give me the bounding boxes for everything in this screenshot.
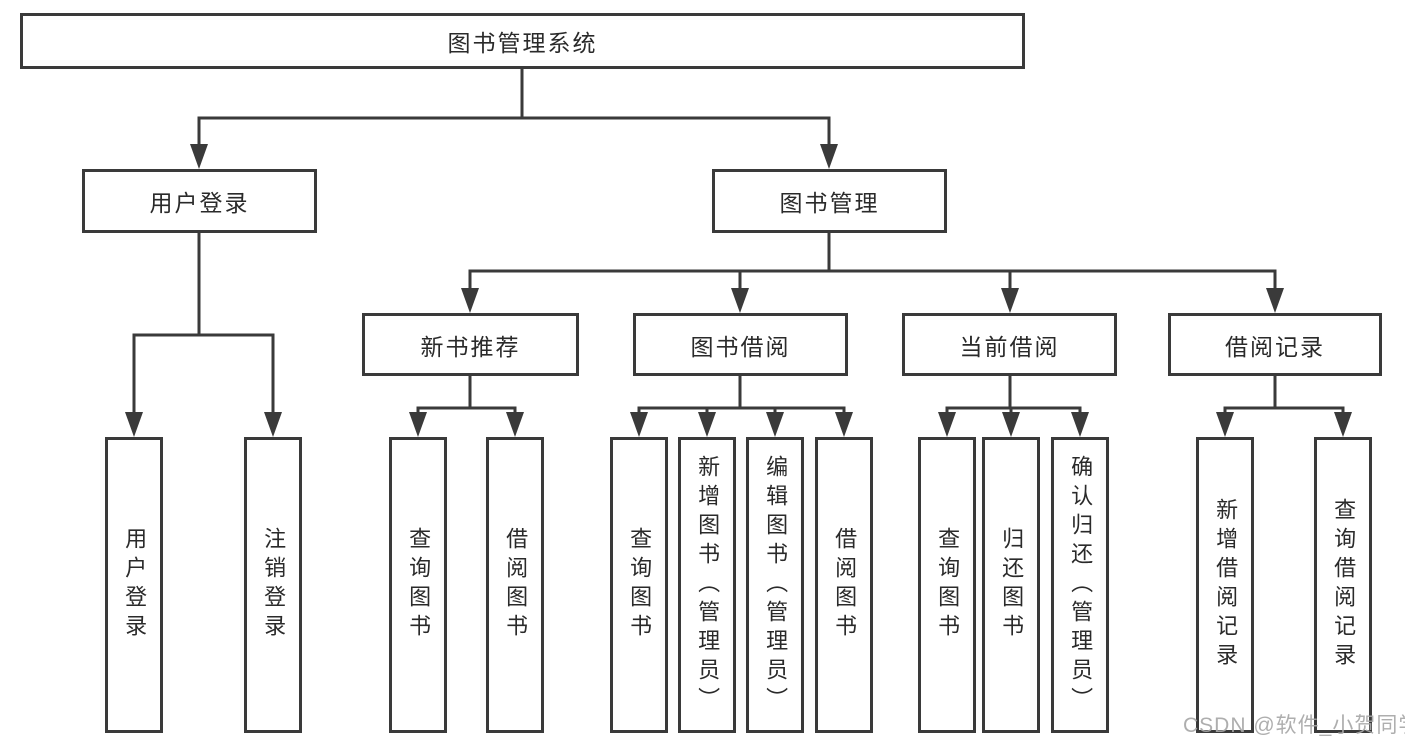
arrow-down-icon bbox=[1071, 412, 1089, 437]
leaf-user-login: 用户登录 bbox=[105, 437, 163, 733]
node-book-management: 图书管理 bbox=[712, 169, 947, 233]
node-new-book-recommend: 新书推荐 bbox=[362, 313, 579, 376]
arrow-down-icon bbox=[766, 412, 784, 437]
arrow-down-icon bbox=[125, 412, 143, 437]
node-borrowing-records-label: 借阅记录 bbox=[1225, 333, 1325, 360]
leaf-query-books-recommend-label: 查询图书 bbox=[406, 527, 432, 643]
leaf-logout-login-label: 注销登录 bbox=[261, 527, 287, 643]
node-user-login-branch-label: 用户登录 bbox=[149, 190, 250, 216]
arrow-down-icon bbox=[1266, 288, 1284, 313]
arrow-down-icon bbox=[938, 412, 956, 437]
arrow-down-icon bbox=[820, 144, 838, 169]
leaf-query-books-borrow-label: 查询图书 bbox=[627, 527, 653, 643]
node-user-login-branch: 用户登录 bbox=[82, 169, 317, 233]
node-borrowing-records: 借阅记录 bbox=[1168, 313, 1382, 376]
arrow-down-icon bbox=[630, 412, 648, 437]
leaf-confirm-return-admin: 确认归还（管理员） bbox=[1051, 437, 1109, 733]
arrow-down-icon bbox=[461, 288, 479, 313]
leaf-query-books-current-label: 查询图书 bbox=[935, 527, 961, 643]
arrow-down-icon bbox=[506, 412, 524, 437]
leaf-borrow-books-borrow: 借阅图书 bbox=[815, 437, 873, 733]
arrow-down-icon bbox=[731, 288, 749, 313]
arrowhead-icons bbox=[125, 144, 1352, 437]
leaf-add-borrow-record-label: 新增借阅记录 bbox=[1213, 498, 1239, 672]
arrow-down-icon bbox=[1334, 412, 1352, 437]
arrow-down-icon bbox=[409, 412, 427, 437]
leaf-query-books-current: 查询图书 bbox=[918, 437, 976, 733]
leaf-query-borrow-record: 查询借阅记录 bbox=[1314, 437, 1372, 733]
leaf-add-books-admin-label: 新增图书（管理员） bbox=[695, 454, 721, 716]
arrow-down-icon bbox=[264, 412, 282, 437]
arrow-down-icon bbox=[698, 412, 716, 437]
leaf-return-books: 归还图书 bbox=[982, 437, 1040, 733]
leaf-borrow-books-borrow-label: 借阅图书 bbox=[832, 527, 858, 643]
arrow-down-icon bbox=[1001, 288, 1019, 313]
node-current-borrowing-label: 当前借阅 bbox=[959, 333, 1060, 360]
leaf-edit-books-admin-label: 编辑图书（管理员） bbox=[763, 454, 789, 716]
node-current-borrowing: 当前借阅 bbox=[902, 313, 1117, 376]
leaf-add-books-admin: 新增图书（管理员） bbox=[678, 437, 736, 733]
node-library-system-label: 图书管理系统 bbox=[447, 30, 598, 56]
leaf-query-books-borrow: 查询图书 bbox=[610, 437, 668, 733]
leaf-confirm-return-admin-label: 确认归还（管理员） bbox=[1068, 454, 1094, 716]
leaf-query-borrow-record-label: 查询借阅记录 bbox=[1331, 498, 1357, 672]
arrow-down-icon bbox=[835, 412, 853, 437]
arrow-down-icon bbox=[1216, 412, 1234, 437]
node-book-borrowing-label: 图书借阅 bbox=[690, 333, 791, 360]
leaf-logout-login: 注销登录 bbox=[244, 437, 302, 733]
leaf-add-borrow-record: 新增借阅记录 bbox=[1196, 437, 1254, 733]
leaf-borrow-books-recommend: 借阅图书 bbox=[486, 437, 544, 733]
arrow-down-icon bbox=[1002, 412, 1020, 437]
watermark: CSDN @软件_小贺同学 bbox=[1183, 714, 1405, 737]
node-library-system: 图书管理系统 bbox=[20, 13, 1025, 69]
leaf-borrow-books-recommend-label: 借阅图书 bbox=[503, 527, 529, 643]
node-book-borrowing: 图书借阅 bbox=[633, 313, 848, 376]
leaf-user-login-label: 用户登录 bbox=[122, 527, 148, 643]
node-new-book-recommend-label: 新书推荐 bbox=[420, 333, 521, 360]
leaf-return-books-label: 归还图书 bbox=[999, 527, 1025, 643]
leaf-query-books-recommend: 查询图书 bbox=[389, 437, 447, 733]
leaf-edit-books-admin: 编辑图书（管理员） bbox=[746, 437, 804, 733]
node-book-management-label: 图书管理 bbox=[779, 190, 880, 216]
arrow-down-icon bbox=[190, 144, 208, 169]
